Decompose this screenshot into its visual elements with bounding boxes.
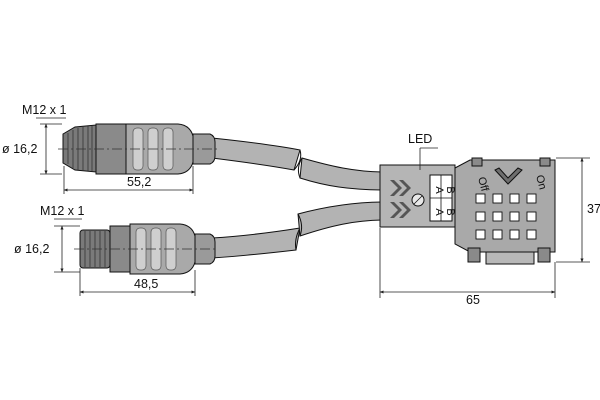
switch-off-label: Off [475,176,491,194]
cable-module-top [297,157,386,191]
bottom-thread-label: M12 x 1 [40,204,85,218]
module-height-label: 37 [587,202,600,216]
cable-top [211,137,302,171]
channel-label-a1: A [433,186,445,194]
dimension-top-diameter [40,123,62,175]
connector-bottom [74,223,218,275]
channel-label-a2: A [433,208,445,216]
dimension-top-length [63,166,194,194]
switch-slider [494,167,523,185]
module: A B A B Off On [379,157,556,265]
connector-top [58,123,218,175]
top-diameter-label: ø 16,2 [2,142,37,156]
bottom-diameter-label: ø 16,2 [14,242,49,256]
module-housing [454,159,556,253]
dimension-module-width [379,228,556,298]
chevron-icon-top [390,180,411,196]
switch-on-label: On [533,174,548,191]
chevron-icon-bottom [390,202,411,218]
top-length-label: 55,2 [127,175,151,189]
top-thread-label: M12 x 1 [22,103,67,117]
cable-module-bottom [297,201,386,237]
bottom-length-label: 48,5 [134,277,158,291]
channel-label-b2: B [444,208,456,215]
dimension-bottom-diameter [54,225,80,273]
module-width-label: 65 [466,293,480,307]
pin-grid [475,193,537,240]
channel-label-b1: B [444,186,456,193]
led-label: LED [408,132,432,146]
dimension-bottom-length [79,268,196,296]
cable-bottom [211,227,301,259]
dimension-module-height [556,157,590,263]
